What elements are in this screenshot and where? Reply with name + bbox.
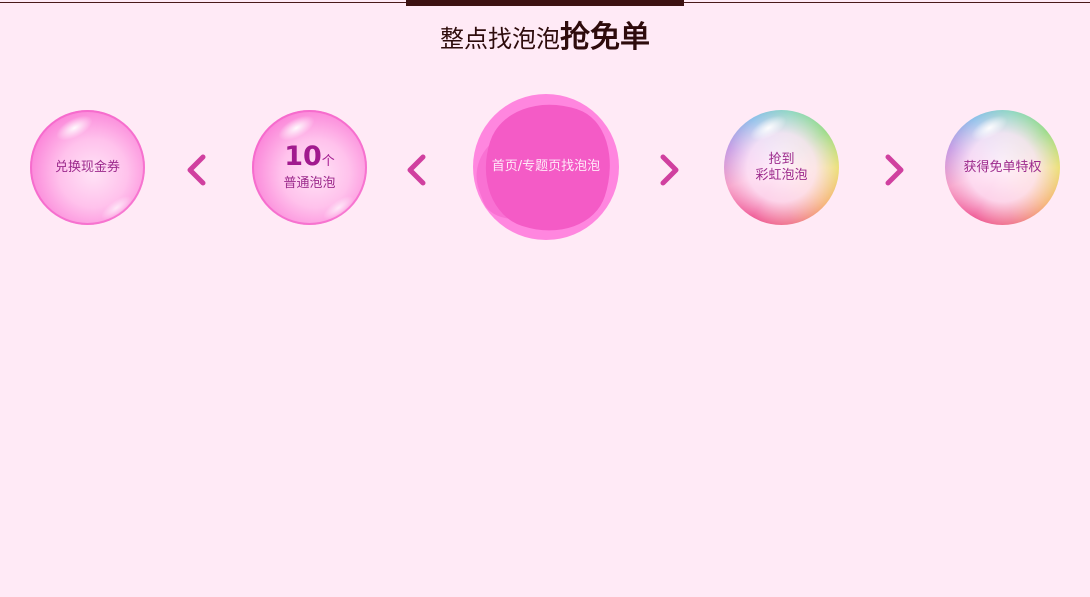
step-bubble-free-order-privilege: 获得免单特权 bbox=[945, 110, 1060, 225]
bubble-highlight bbox=[747, 111, 791, 146]
chevron-left-icon bbox=[187, 154, 206, 186]
step-bubble-rainbow-bubble: 抢到 彩虹泡泡 bbox=[724, 110, 839, 225]
bubble-highlight bbox=[53, 111, 97, 146]
bubble-count-number: 10 bbox=[284, 141, 322, 172]
step-bubble-normal-bubbles: 10个 普通泡泡 bbox=[252, 110, 367, 225]
bubble-highlight bbox=[98, 192, 135, 224]
title-normal-text: 整点找泡泡 bbox=[440, 25, 560, 53]
step-label: 兑换现金券 bbox=[54, 159, 120, 175]
bubble-count: 10个 bbox=[284, 143, 335, 176]
chevron-left-icon bbox=[407, 154, 426, 186]
chevron-right-icon bbox=[885, 154, 904, 186]
title-bold-text: 抢免单 bbox=[560, 20, 650, 55]
step-label-line2: 彩虹泡泡 bbox=[755, 167, 808, 183]
chevron-right-icon bbox=[660, 154, 679, 186]
bubble-highlight bbox=[320, 192, 357, 224]
step-label: 获得免单特权 bbox=[963, 159, 1042, 175]
section-title: 整点找泡泡抢免单 bbox=[0, 12, 1090, 56]
step-bubble-find-bubbles: 首页/专题页找泡泡 bbox=[473, 94, 619, 240]
step-label: 首页/专题页找泡泡 bbox=[491, 159, 601, 174]
header-tab-bar bbox=[406, 0, 684, 6]
step-label: 普通泡泡 bbox=[283, 176, 336, 191]
bubble-count-unit: 个 bbox=[321, 154, 335, 169]
bubble-highlight bbox=[968, 111, 1012, 146]
step-label-line1: 抢到 bbox=[768, 151, 795, 167]
step-bubble-exchange-coupon: 兑换现金券 bbox=[30, 110, 145, 225]
